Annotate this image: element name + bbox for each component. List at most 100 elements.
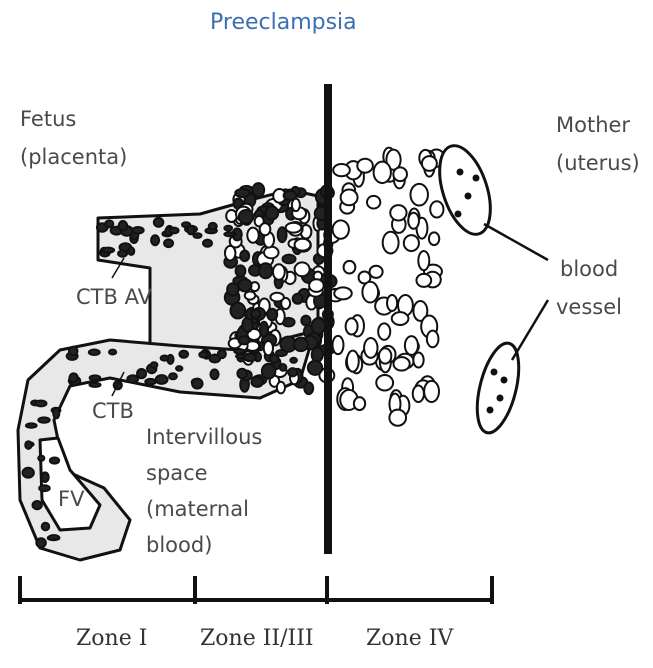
blood-vessel-label-line2: vessel: [556, 292, 622, 322]
cell: [38, 456, 44, 461]
cell: [36, 538, 45, 547]
cell: [227, 283, 239, 295]
cell: [311, 318, 325, 333]
cell: [238, 279, 251, 291]
cell: [276, 350, 287, 356]
cell: [502, 378, 507, 383]
cell: [109, 350, 116, 355]
cell: [128, 247, 134, 254]
cell: [69, 347, 78, 356]
cell: [239, 210, 254, 223]
cell: [333, 164, 350, 176]
cell: [260, 322, 268, 337]
cell: [295, 239, 311, 251]
cell: [290, 358, 297, 363]
cell: [209, 223, 217, 230]
cell: [245, 291, 256, 299]
intervillous-label-line3: (maternal: [146, 494, 249, 524]
cell: [161, 356, 169, 361]
cell: [334, 287, 351, 299]
cell: [390, 205, 406, 220]
cell: [234, 349, 244, 354]
cell: [394, 357, 410, 370]
cell: [383, 232, 399, 254]
cell: [192, 379, 202, 389]
cell: [362, 282, 378, 303]
cell: [410, 184, 427, 206]
cell: [179, 351, 188, 358]
cell: [333, 220, 349, 238]
cell: [89, 383, 100, 387]
fetus-label: Fetus: [20, 104, 76, 134]
cell: [25, 441, 31, 449]
cell: [374, 162, 391, 183]
cell: [193, 233, 201, 238]
cell: [137, 369, 146, 378]
fv-label: FV: [58, 484, 84, 514]
cell: [89, 350, 100, 355]
cell: [267, 309, 277, 321]
cell: [264, 247, 279, 259]
cell: [424, 381, 439, 402]
zone-4-label: Zone IV: [366, 624, 453, 654]
cell: [260, 223, 271, 235]
cell: [118, 250, 127, 256]
cell: [151, 235, 159, 245]
ctb-label: CTB: [92, 396, 134, 426]
ctb-av-label: CTB AV: [76, 282, 152, 312]
cell: [379, 348, 391, 363]
diagram-title: Preeclampsia: [210, 8, 357, 38]
cell: [199, 352, 207, 358]
cell: [237, 369, 246, 379]
leader-line-vessel-upper: [484, 224, 548, 260]
cell: [102, 248, 114, 253]
zone-2-3-label: Zone II/III: [200, 624, 314, 654]
cell: [38, 417, 49, 422]
cell: [393, 167, 407, 181]
cell: [498, 396, 503, 401]
intervillous-label-line4: blood): [146, 530, 212, 560]
cell: [210, 369, 218, 379]
cell: [170, 228, 179, 234]
cell: [156, 375, 168, 384]
cell: [264, 341, 273, 355]
cell: [23, 468, 34, 478]
cell: [364, 338, 377, 358]
cell: [333, 336, 344, 354]
cell: [413, 385, 424, 402]
cell: [182, 222, 190, 227]
cell: [288, 368, 297, 376]
cell: [224, 232, 236, 236]
cell: [277, 382, 285, 394]
cell: [132, 227, 143, 233]
cell: [251, 377, 263, 386]
cell: [69, 373, 77, 382]
cell: [127, 375, 138, 382]
cell: [458, 170, 463, 175]
cell: [49, 535, 59, 539]
cell: [408, 213, 419, 229]
cell: [176, 366, 182, 371]
cell: [456, 212, 461, 217]
cell: [236, 265, 246, 276]
zone-axis: [20, 576, 492, 604]
blood-vessel-label-line1: blood: [560, 254, 618, 284]
cell: [286, 223, 302, 233]
cell: [247, 228, 258, 243]
cell: [405, 336, 418, 355]
zone-1-label: Zone I: [76, 624, 147, 654]
cell: [50, 457, 59, 463]
cell: [376, 375, 393, 390]
cell: [145, 379, 155, 385]
cell: [224, 226, 232, 231]
uterus-label: (uterus): [556, 148, 640, 178]
cell: [42, 472, 49, 482]
divider-line: [324, 84, 332, 554]
cell: [35, 401, 46, 407]
placenta-label: (placenta): [20, 142, 127, 172]
cell: [312, 348, 323, 362]
cell: [283, 255, 296, 264]
cell: [354, 397, 365, 410]
